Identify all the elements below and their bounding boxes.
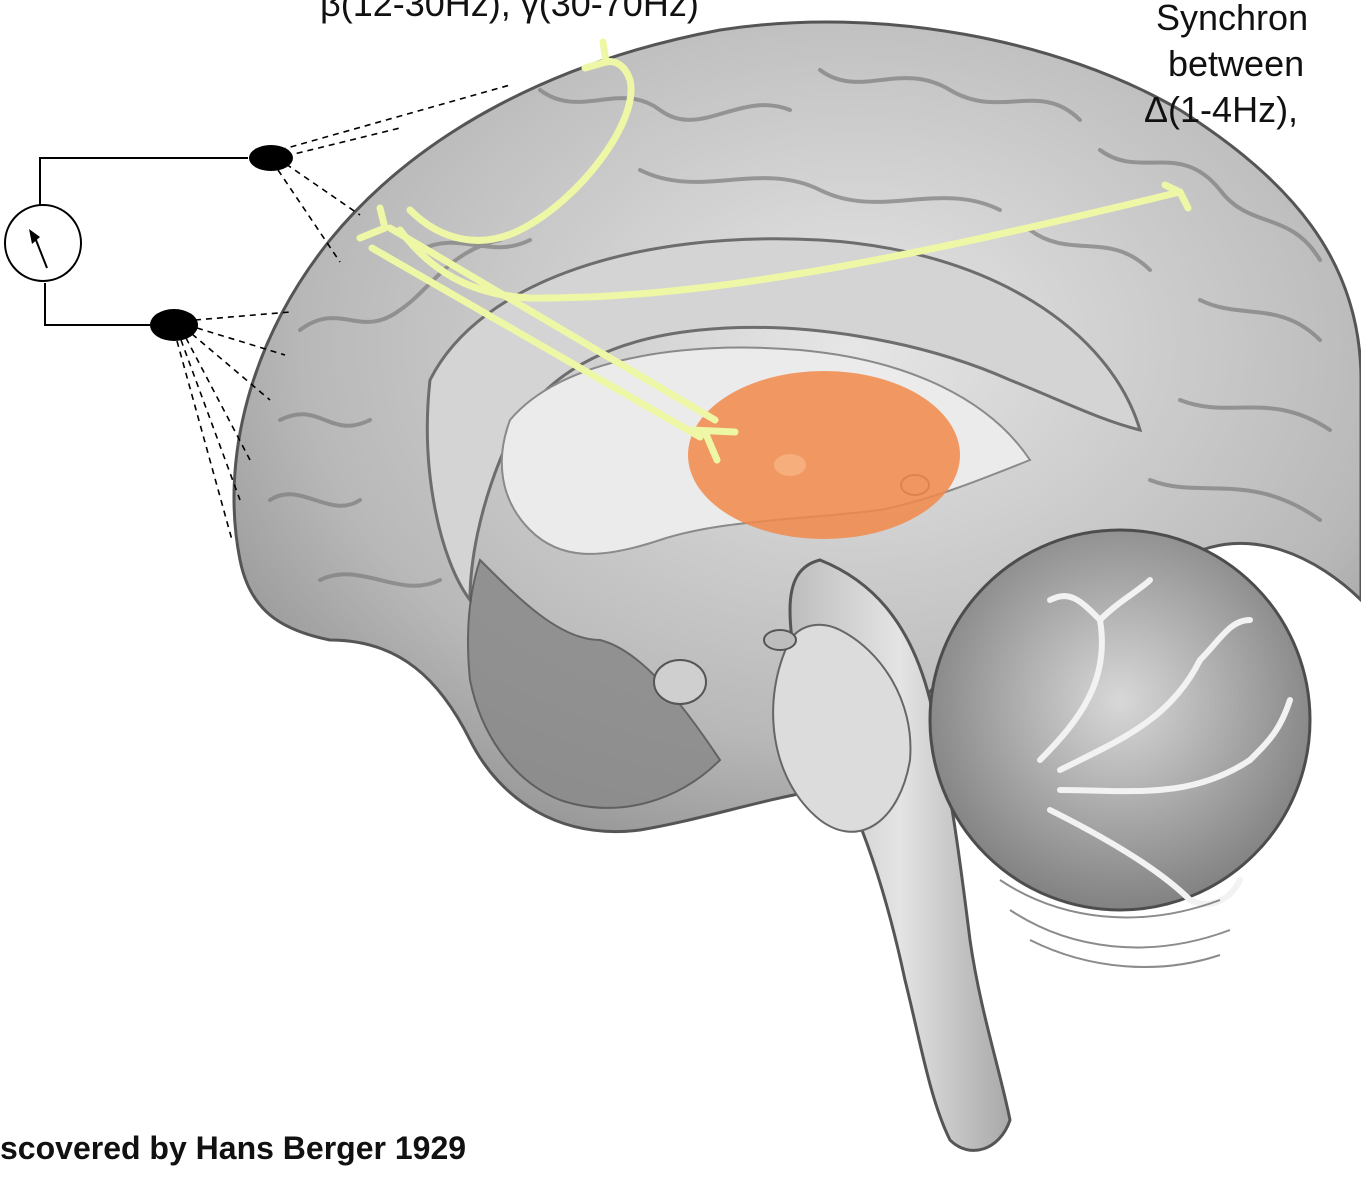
wire-upper — [40, 158, 248, 205]
band-label-top: β(12-30Hz), γ(30-70Hz) — [320, 0, 699, 26]
pituitary — [654, 660, 706, 704]
sync-label-line3: Δ(1-4Hz), — [1144, 88, 1298, 132]
sync-label-line1: Synchron — [1156, 0, 1308, 40]
electrode-icon — [249, 145, 293, 171]
meter-dial-icon — [5, 205, 81, 281]
terminal-upper — [585, 42, 606, 68]
cerebellum — [930, 530, 1310, 910]
wire-lower — [45, 283, 150, 325]
thalamus-highlight — [688, 371, 960, 539]
footer-caption: scovered by Hans Berger 1929 — [0, 1126, 466, 1170]
mammillary-body — [764, 630, 796, 650]
thalamus-spot — [774, 454, 806, 476]
electrode-icon — [150, 309, 198, 341]
sync-label-line2: between — [1168, 42, 1304, 86]
